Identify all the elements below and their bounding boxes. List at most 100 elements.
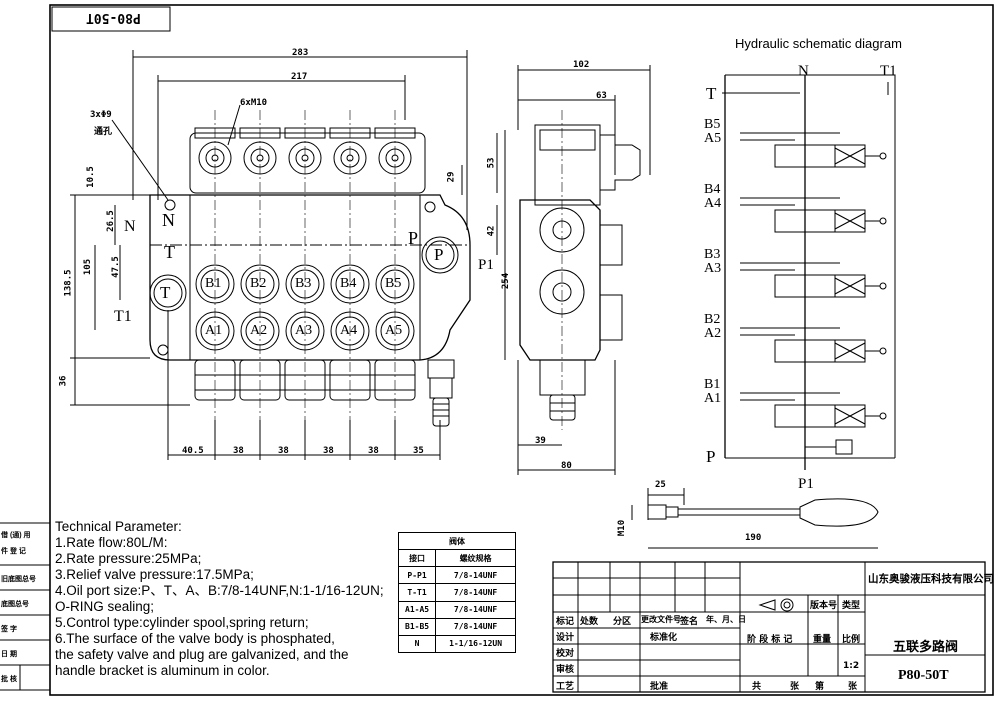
port-table-cell: 7/8-14UNF	[435, 566, 516, 585]
dim-25: 25	[655, 480, 666, 490]
part-name: 五联多路阀	[893, 640, 959, 655]
dim-217: 217	[291, 72, 308, 82]
dim-63: 63	[596, 91, 607, 101]
projection-symbol	[758, 598, 794, 612]
side-label: 底图总号	[1, 601, 29, 608]
port-table-cell: 7/8-14UNF	[435, 583, 516, 602]
label-review: 审核	[556, 665, 575, 675]
label-check: 校对	[556, 649, 575, 659]
dim-bottom-1: 38	[233, 446, 244, 456]
dim-138-5: 138.5	[63, 269, 74, 297]
dim-bottom-4: 38	[368, 446, 379, 456]
label-process: 工艺	[556, 682, 575, 692]
port-n-side-label: N	[124, 218, 136, 235]
schematic-title: Hydraulic schematic diagram	[735, 36, 902, 51]
port-table-cell: 7/8-14UNF	[435, 617, 516, 636]
port-table-header: 螺纹规格	[435, 549, 516, 568]
schematic-a5-label: A5	[704, 131, 722, 146]
label-sheets: 张	[790, 682, 800, 692]
thread-spec: 6xM10	[240, 98, 268, 108]
holes-note: 通孔	[94, 127, 113, 137]
port-table-cell: T-T1	[397, 583, 437, 602]
label-sheet: 张	[848, 682, 858, 692]
port-b3-label: B3	[295, 276, 312, 291]
schematic-p-label: P	[706, 447, 716, 466]
schematic-n-label: N	[798, 63, 809, 79]
dim-10-5: 10.5	[85, 166, 96, 188]
port-table-cell: N	[397, 634, 437, 654]
code-box	[51, 6, 171, 32]
label-total: 共	[752, 682, 762, 692]
dim-47-5: 47.5	[110, 256, 121, 278]
tech-heading: Technical Parameter:	[55, 519, 182, 534]
side-label: 批 核	[1, 676, 17, 683]
port-table-cell: 1-1/16-12UN	[435, 634, 516, 654]
label-zone: 分区	[613, 617, 632, 627]
label-nth: 第	[815, 682, 825, 692]
schematic-t1-label: T1	[880, 63, 897, 79]
handle-view	[631, 488, 879, 549]
schematic	[722, 74, 896, 470]
dim-80: 80	[561, 461, 572, 471]
dim-105: 105	[83, 258, 94, 276]
schematic-a4-label: A4	[704, 196, 722, 211]
dim-254: 254	[501, 272, 512, 290]
port-table-title: 阀体	[398, 531, 516, 551]
schematic-b1-label: B1	[704, 377, 721, 392]
dim-53: 53	[486, 157, 497, 169]
title-block-lines	[0, 522, 986, 693]
dim-29: 29	[446, 171, 457, 183]
dim-bottom-2: 38	[278, 446, 289, 456]
side-label: 旧底图总号	[1, 576, 36, 583]
side-label: 件 登 记	[1, 548, 26, 555]
tech-line: handle bracket is aluminum in color.	[55, 663, 270, 678]
port-n-label: N	[162, 210, 175, 230]
dim-bottom-0: 40.5	[182, 446, 204, 456]
drawing-code-mirrored: P80-50T	[86, 10, 141, 25]
label-ratio: 比例	[842, 635, 861, 645]
tech-line: O-RING sealing;	[55, 599, 155, 614]
port-b5-label: B5	[385, 276, 402, 291]
label-mark: 标记	[556, 617, 575, 627]
port-b1-label: B1	[205, 276, 222, 291]
schematic-a2-label: A2	[704, 326, 722, 341]
dim-39: 39	[535, 436, 546, 446]
label-design: 设计	[556, 633, 575, 643]
label-type: 类型	[842, 601, 861, 611]
front-view	[70, 50, 506, 460]
dim-m10: M10	[617, 519, 628, 537]
tech-line: the safety valve and plug are galvanized…	[55, 647, 349, 662]
tech-line: 2.Rate pressure:25MPa;	[55, 551, 202, 566]
side-view	[517, 65, 651, 475]
label-count: 处数	[580, 617, 599, 627]
dim-bottom-3: 38	[323, 446, 334, 456]
port-t-top-label: T	[164, 242, 175, 262]
company-name: 山东奥骏液压科技有限公司	[868, 573, 994, 585]
tech-line: 4.Oil port size:P、T、A、B:7/8-14UNF,N:1-1/…	[55, 583, 384, 598]
schematic-t-label: T	[706, 84, 717, 103]
relief-valve	[427, 359, 455, 427]
schematic-a3-label: A3	[704, 261, 722, 276]
port-a3-label: A3	[295, 323, 313, 338]
side-label: 日 期	[1, 651, 17, 658]
holes-spec: 3xΦ9	[90, 110, 112, 120]
part-code: P80-50T	[898, 668, 949, 683]
port-t1-label: T1	[114, 308, 132, 325]
tech-line: 5.Control type:cylinder spool,spring ret…	[55, 615, 309, 630]
side-label: 签 字	[1, 626, 17, 633]
label-weight: 重量	[813, 635, 832, 645]
port-t-label: T	[160, 283, 171, 302]
label-sign: 签名	[680, 617, 699, 627]
schematic-a1-label: A1	[704, 391, 722, 406]
port-p-side-label: P	[408, 228, 419, 248]
label-standard: 标准化	[650, 633, 678, 643]
port-p-label: P	[434, 245, 444, 264]
port-table-cell: A1-A5	[397, 600, 437, 619]
label-date: 年、月、日	[706, 615, 746, 624]
scale-value: 1:2	[843, 661, 860, 671]
port-a2-label: A2	[250, 323, 268, 338]
port-b2-label: B2	[250, 276, 267, 291]
dim-bottom-5: 35	[413, 446, 424, 456]
